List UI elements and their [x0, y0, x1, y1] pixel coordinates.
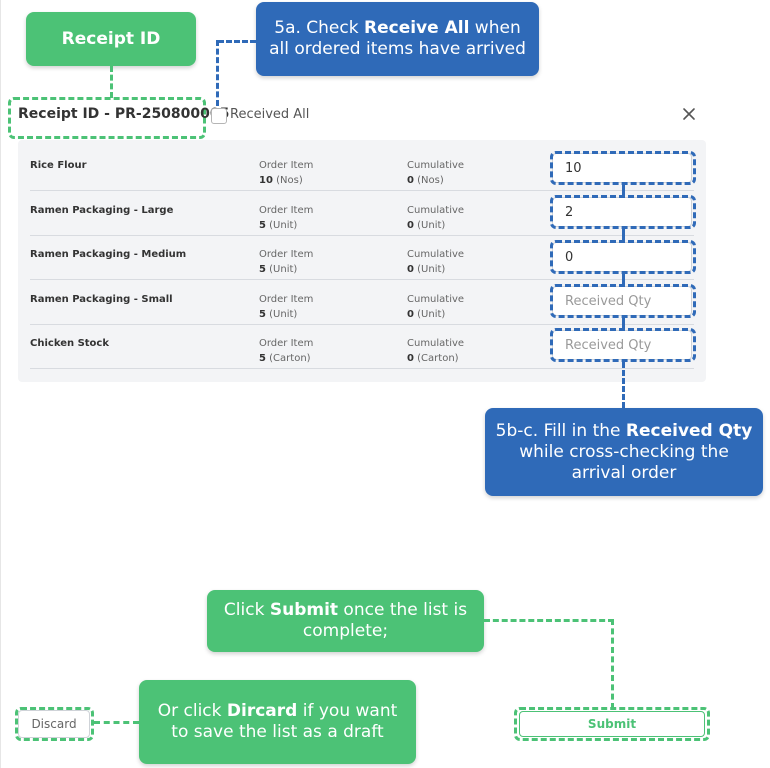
close-icon[interactable]	[681, 106, 697, 122]
qty-connector	[622, 229, 625, 240]
qty-highlight	[550, 151, 696, 185]
receipt-id-highlight	[8, 97, 206, 139]
received-qty-input[interactable]	[552, 330, 692, 360]
receipt-id-title: Receipt ID - PR-250800005	[18, 106, 230, 122]
submit-button[interactable]: Submit	[519, 711, 705, 737]
table-row: Ramen Packaging - Medium Order Item 5 (U…	[30, 235, 694, 280]
step-5a-callout: 5a. Check Receive All when all ordered i…	[256, 2, 539, 76]
order-item-label: Order Item	[259, 249, 314, 260]
order-item-value: 5 (Unit)	[259, 264, 298, 275]
cumulative-value: 0 (Unit)	[407, 264, 446, 275]
submit-highlight	[514, 707, 710, 741]
cumulative-value: 0 (Unit)	[407, 309, 446, 320]
item-name: Ramen Packaging - Large	[30, 205, 174, 216]
table-row: Chicken Stock Order Item 5 (Carton) Cumu…	[30, 324, 694, 369]
page-border	[0, 0, 1, 768]
item-name: Ramen Packaging - Medium	[30, 249, 187, 260]
cumulative-value: 0 (Unit)	[407, 220, 446, 231]
cumulative-value: 0 (Nos)	[407, 175, 444, 186]
order-item-label: Order Item	[259, 294, 314, 305]
discard-hint-callout: Or click Dircard if you want to save the…	[139, 680, 416, 764]
cumulative-value: 0 (Carton)	[407, 353, 459, 364]
cumulative-label: Cumulative	[407, 160, 465, 171]
table-row: Rice Flour Order Item 10 (Nos) Cumulativ…	[30, 146, 694, 191]
order-item-value: 5 (Carton)	[259, 353, 311, 364]
qty-highlight	[550, 284, 696, 318]
item-name: Rice Flour	[30, 160, 87, 171]
qty-highlight	[550, 240, 696, 274]
step-5bc-connector	[622, 362, 625, 408]
step-5a-connector-h	[218, 40, 256, 43]
discard-button[interactable]: Discard	[18, 710, 90, 738]
item-name: Ramen Packaging - Small	[30, 294, 173, 305]
step-5a-connector-v	[216, 40, 219, 106]
order-item-value: 5 (Unit)	[259, 220, 298, 231]
discard-highlight	[15, 707, 94, 741]
order-item-value: 5 (Unit)	[259, 309, 298, 320]
receipt-id-callout-text: Receipt ID	[61, 28, 161, 49]
order-item-label: Order Item	[259, 160, 314, 171]
cumulative-label: Cumulative	[407, 205, 465, 216]
order-item-label: Order Item	[259, 205, 314, 216]
receipt-id-connector	[110, 66, 113, 98]
step-5bc-callout: 5b-c. Fill in the Received Qty while cro…	[485, 408, 763, 496]
qty-highlight	[550, 195, 696, 229]
qty-connector	[622, 185, 625, 195]
received-qty-input[interactable]	[552, 242, 692, 272]
qty-highlight	[550, 328, 696, 362]
received-all-label[interactable]: Received All	[230, 107, 310, 122]
submit-hint-callout: Click Submit once the list is complete;	[207, 590, 484, 652]
received-all-checkbox[interactable]	[211, 108, 227, 124]
discard-connector	[94, 721, 139, 724]
received-qty-input[interactable]	[552, 197, 692, 227]
submit-connector-v	[611, 619, 614, 709]
submit-connector-h	[484, 619, 614, 622]
qty-connector	[622, 274, 625, 284]
cumulative-label: Cumulative	[407, 338, 465, 349]
cumulative-label: Cumulative	[407, 249, 465, 260]
table-row: Ramen Packaging - Large Order Item 5 (Un…	[30, 191, 694, 236]
qty-connector	[622, 318, 625, 328]
order-item-label: Order Item	[259, 338, 314, 349]
cumulative-label: Cumulative	[407, 294, 465, 305]
item-name: Chicken Stock	[30, 338, 110, 349]
table-row: Ramen Packaging - Small Order Item 5 (Un…	[30, 280, 694, 325]
receipt-id-callout: Receipt ID	[26, 12, 196, 66]
order-item-value: 10 (Nos)	[259, 175, 303, 186]
